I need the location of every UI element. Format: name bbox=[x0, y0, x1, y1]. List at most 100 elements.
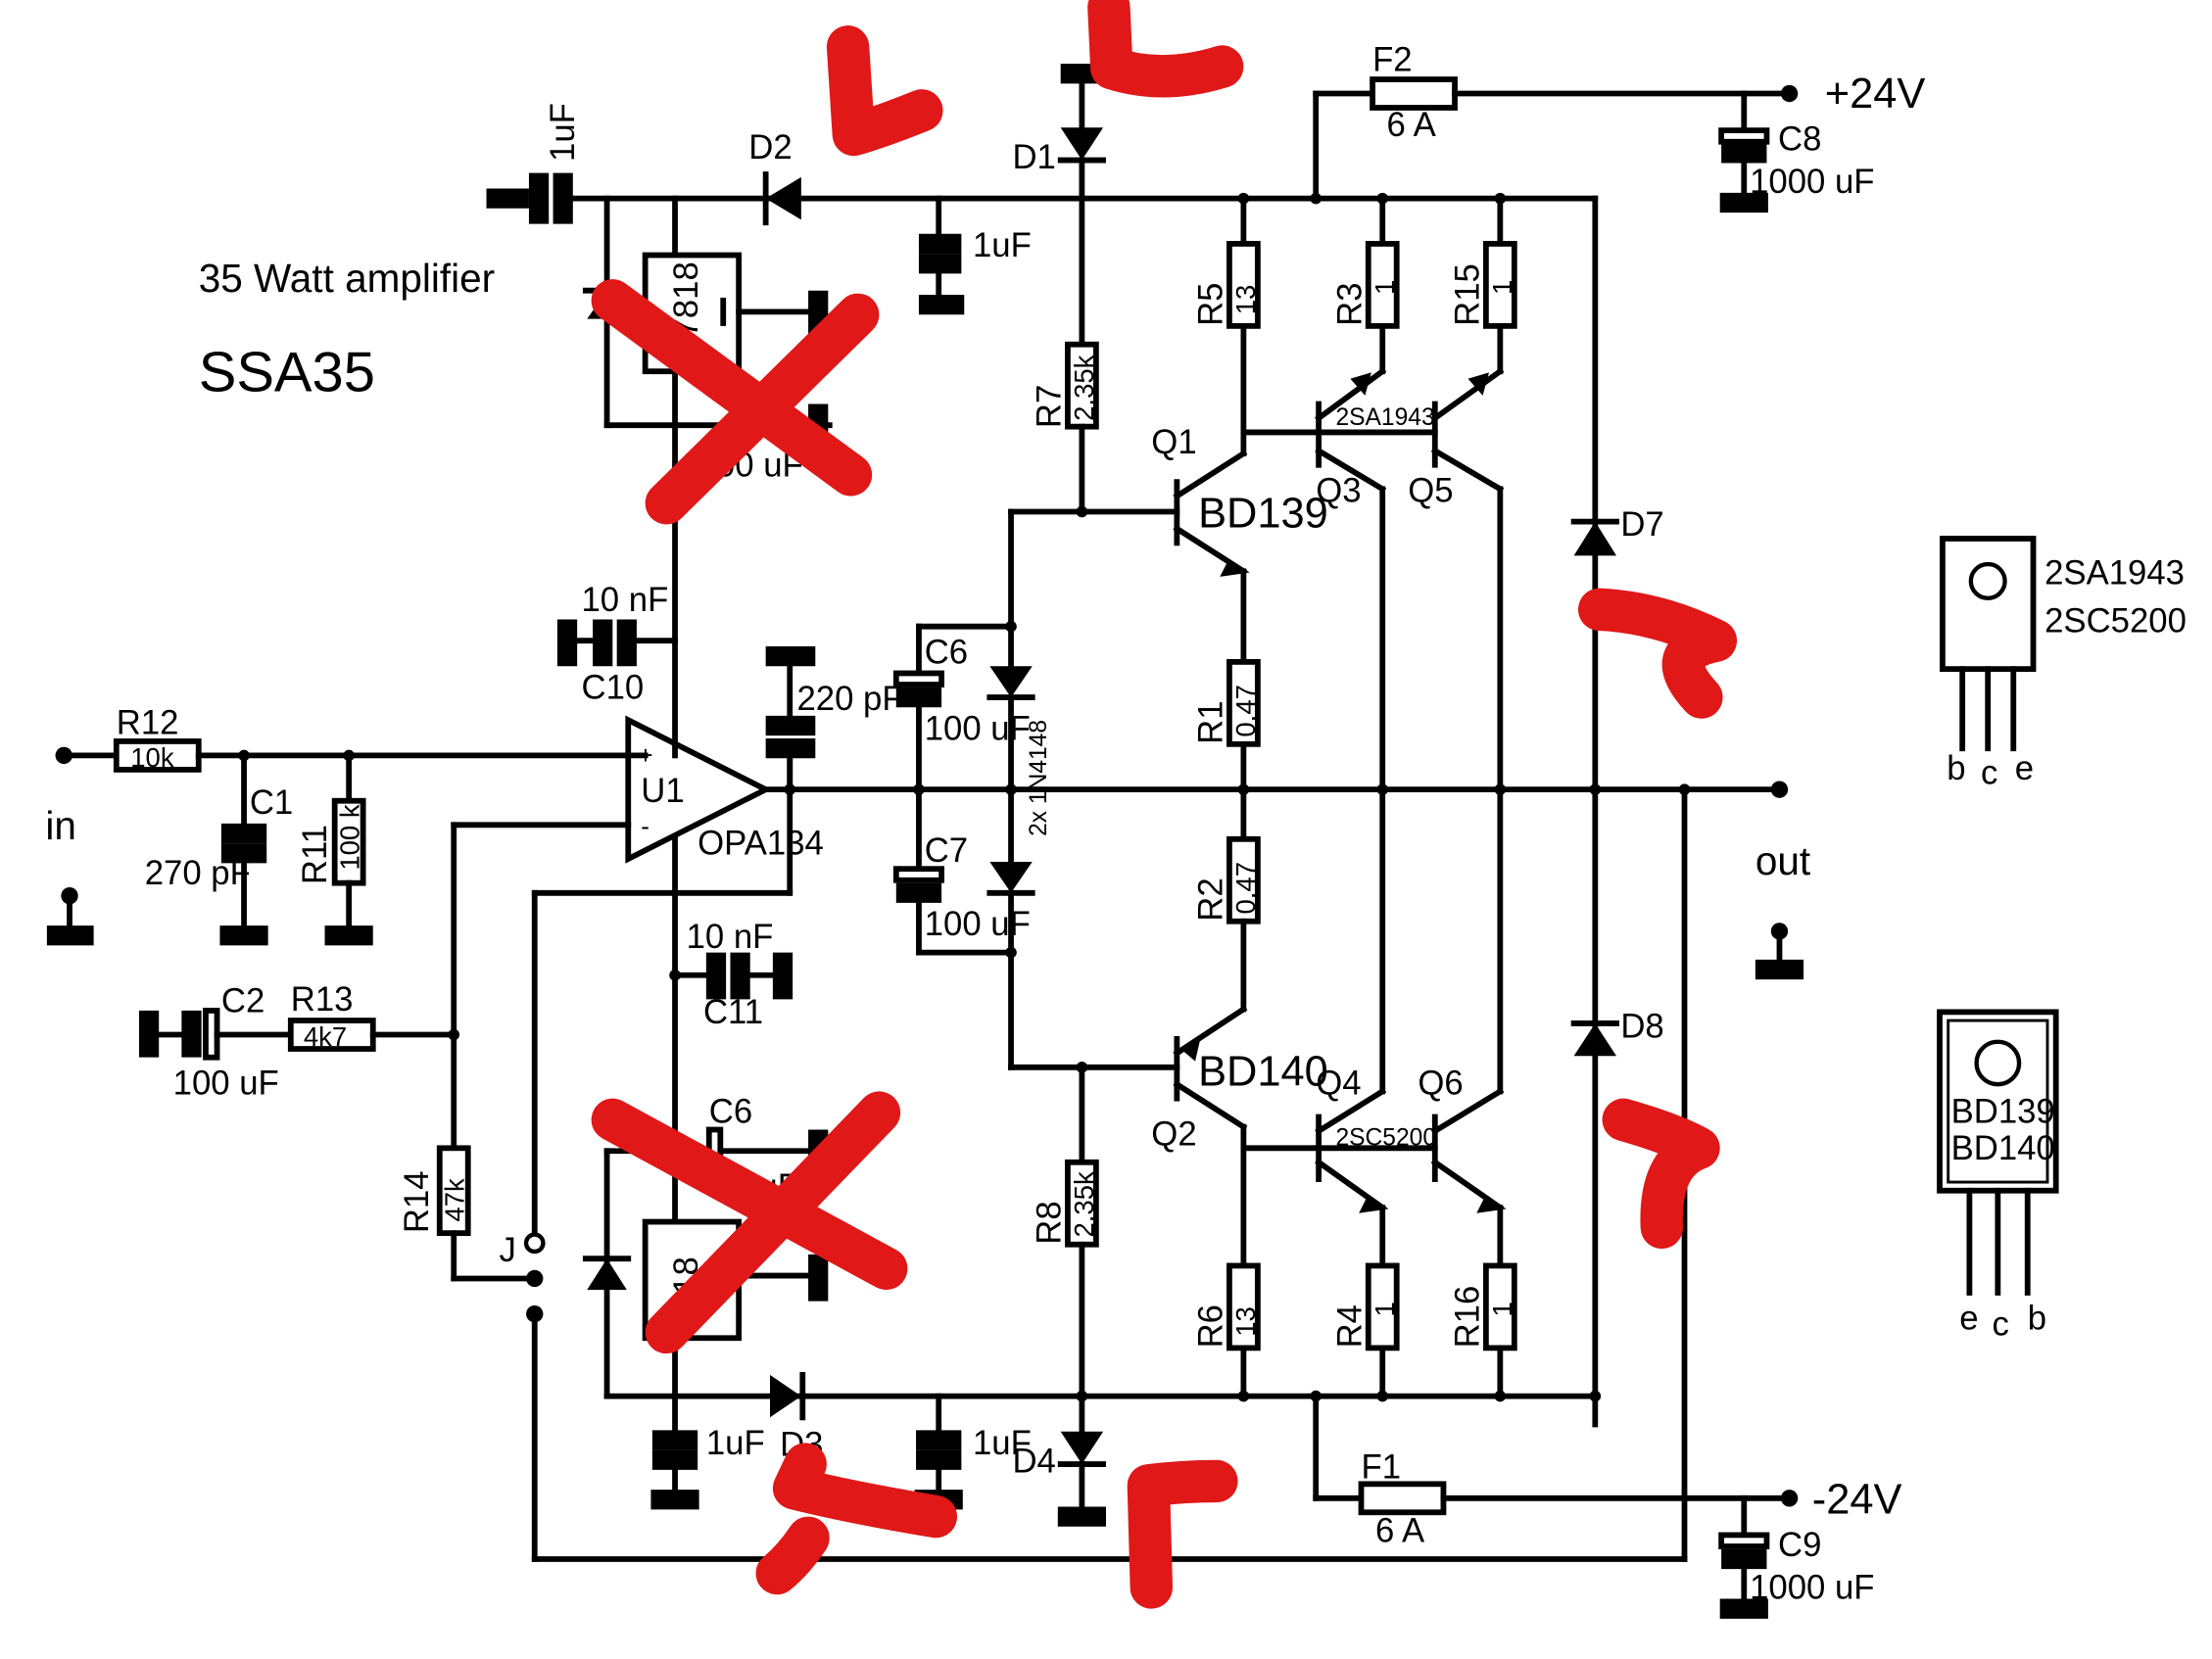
resistor-r16-ref: R16 bbox=[1450, 1286, 1487, 1349]
transistor-q2-ref: Q2 bbox=[1151, 1115, 1196, 1153]
diode-d1 bbox=[1057, 64, 1106, 202]
package-to3p-pin-e: e bbox=[2015, 750, 2034, 787]
cap-c7-value: 100 uF bbox=[925, 906, 1031, 943]
cap-bottom-left-value: 1uF bbox=[706, 1425, 765, 1462]
diode-d4-label: D4 bbox=[1012, 1444, 1055, 1481]
transistor-q1-part: BD139 bbox=[1198, 490, 1328, 537]
transistor-q6-ref: Q6 bbox=[1418, 1065, 1463, 1102]
resistor-r4-value: 1 bbox=[1370, 1302, 1400, 1316]
cap-c7-ref: C7 bbox=[925, 832, 968, 870]
cap-c6-value: 100 uF bbox=[925, 710, 1031, 747]
input-label: in bbox=[45, 803, 76, 848]
cap-c8 bbox=[1718, 90, 1770, 213]
cap-c10 bbox=[556, 619, 678, 667]
cap-top-decoupling-value: 1uF bbox=[973, 227, 1032, 264]
resistor-r15-value: 1 bbox=[1487, 280, 1517, 295]
package-to126-line2: BD140 bbox=[1951, 1130, 2055, 1167]
resistor-r5-ref: R5 bbox=[1193, 282, 1230, 325]
cap-c11-ref: C11 bbox=[703, 994, 763, 1031]
fuse-f2-ref: F2 bbox=[1372, 41, 1413, 78]
cap-c10-value: 10 nF bbox=[581, 582, 668, 619]
package-to3p bbox=[1940, 536, 2037, 752]
opamp-ref: U1 bbox=[641, 773, 684, 810]
transistor-q3-ref: Q3 bbox=[1316, 472, 1361, 509]
cross-mark bbox=[645, 1091, 901, 1354]
check-mark bbox=[755, 1516, 830, 1595]
opamp-u1 bbox=[451, 715, 1247, 1399]
cap-c9-value: 1000 uF bbox=[1750, 1570, 1874, 1607]
resistor-r1-ref: R1 bbox=[1193, 700, 1230, 743]
check-mark bbox=[1087, 0, 1244, 98]
resistor-r8-value: 2,35k bbox=[1069, 1171, 1099, 1237]
pos-rail-terminal bbox=[1780, 84, 1799, 103]
cap-feedback bbox=[765, 645, 816, 793]
resistor-r2-value: 0,47 bbox=[1230, 862, 1261, 915]
regulator-bottom-cap-ref: C6 bbox=[709, 1093, 752, 1130]
fuse-f1-value: 6 A bbox=[1375, 1513, 1425, 1550]
package-to126 bbox=[1937, 1009, 2059, 1296]
resistor-r1-value: 0,47 bbox=[1230, 685, 1261, 737]
pos-rail-label: +24V bbox=[1825, 71, 1926, 118]
cap-c9 bbox=[1718, 1494, 1770, 1619]
output-stage bbox=[1173, 192, 1789, 1562]
diode-d7 bbox=[1570, 518, 1619, 556]
feedback-network bbox=[138, 1008, 1688, 1562]
cap-bottom-right-value: 1uF bbox=[973, 1425, 1032, 1462]
package-to126-line1: BD139 bbox=[1951, 1093, 2055, 1130]
package-to3p-pin-c: c bbox=[1981, 754, 1997, 791]
jumper-label: J bbox=[500, 1232, 516, 1269]
schematic-title: 35 Watt amplifier bbox=[199, 256, 495, 301]
cap-feedback-value: 220 pF bbox=[796, 681, 902, 718]
transistor-q3-part: 2SA1943 bbox=[1335, 404, 1434, 431]
cap-c2-value: 100 uF bbox=[173, 1065, 279, 1102]
fuse-f1 bbox=[1313, 1393, 1793, 1516]
opamp-part: OPA134 bbox=[697, 826, 824, 863]
diode-d8-label: D8 bbox=[1620, 1008, 1663, 1045]
cap-c8-value: 1000 uF bbox=[1750, 164, 1874, 201]
check-mark bbox=[772, 1443, 958, 1539]
resistor-r16-value: 1 bbox=[1487, 1302, 1517, 1316]
package-to3p-line2: 2SC5200 bbox=[2044, 602, 2187, 640]
diode-d7-label: D7 bbox=[1620, 506, 1663, 544]
resistor-r7-value: 2,35k bbox=[1069, 355, 1099, 420]
fuse-f1-ref: F1 bbox=[1362, 1449, 1402, 1487]
cap-c9-ref: C9 bbox=[1778, 1527, 1821, 1564]
cap-c10-ref: C10 bbox=[581, 670, 644, 707]
diode-d2 bbox=[762, 171, 801, 226]
fuse-f2-value: 6 A bbox=[1387, 107, 1437, 144]
check-mark bbox=[1127, 1459, 1238, 1609]
opamp-minus: - bbox=[641, 811, 649, 840]
cap-c2-ref: C2 bbox=[221, 982, 264, 1019]
cap-top-left-value: 1uF bbox=[545, 103, 582, 162]
bias-diodes-label: 2x 1N4148 bbox=[1026, 720, 1052, 836]
resistor-r8-ref: R8 bbox=[1032, 1201, 1069, 1244]
cross-mark bbox=[591, 279, 873, 497]
check-mark bbox=[826, 25, 943, 157]
cross-mark bbox=[645, 293, 880, 525]
cap-top-decoupling bbox=[918, 195, 965, 315]
resistor-r6-ref: R6 bbox=[1193, 1304, 1230, 1348]
cap-c8-ref: C8 bbox=[1778, 120, 1821, 158]
package-to126-pin-e: e bbox=[1959, 1301, 1978, 1338]
cap-c11-value: 10 nF bbox=[687, 919, 774, 956]
resistor-r14-ref: R14 bbox=[399, 1170, 436, 1233]
cross-mark bbox=[591, 1098, 908, 1291]
diode-d8 bbox=[1570, 1020, 1619, 1057]
resistor-r3-value: 1 bbox=[1370, 280, 1400, 295]
transistor-q1-ref: Q1 bbox=[1151, 424, 1196, 461]
fuse-f2 bbox=[1313, 76, 1793, 202]
resistor-r14-value: 47k bbox=[439, 1178, 469, 1222]
resistor-r12-ref: R12 bbox=[117, 705, 179, 742]
resistor-r13-ref: R13 bbox=[291, 981, 354, 1019]
bias-network bbox=[892, 195, 1180, 1402]
package-to3p-line1: 2SA1943 bbox=[2044, 554, 2185, 592]
transistor-q4-part: 2SC5200 bbox=[1335, 1124, 1436, 1151]
cap-c1-ref: C1 bbox=[250, 784, 293, 822]
resistor-r11-ref: R11 bbox=[297, 825, 334, 884]
red-annotations bbox=[591, 0, 1738, 1609]
check-mark bbox=[1602, 1098, 1720, 1250]
neg-rail-label: -24V bbox=[1812, 1477, 1902, 1524]
input-network bbox=[46, 738, 649, 946]
diode-d1-label: D1 bbox=[1012, 139, 1055, 176]
